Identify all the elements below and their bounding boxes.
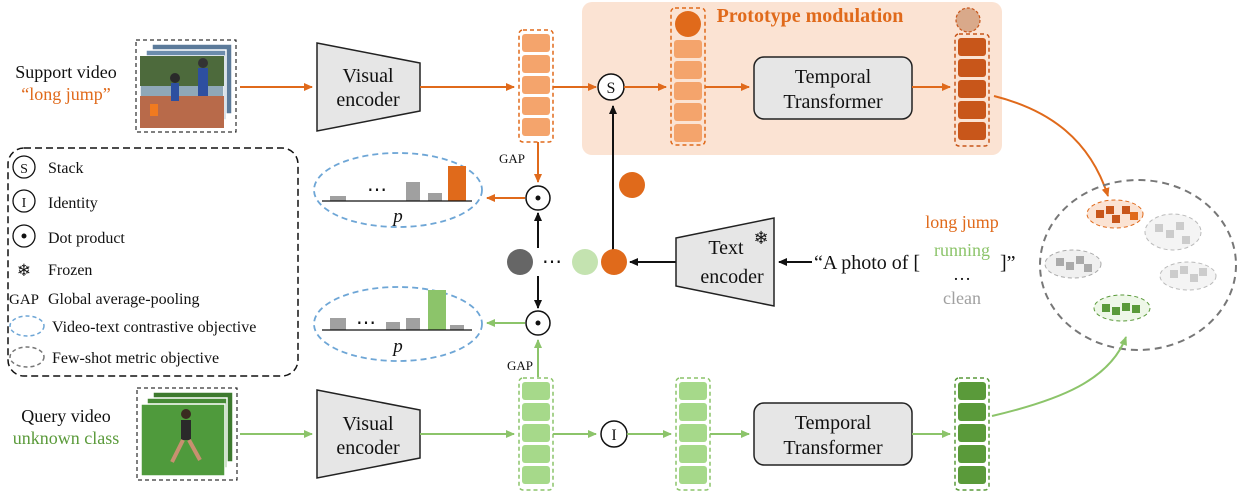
query-video-thumbnail: [136, 387, 238, 481]
support-prob-label: p: [391, 206, 403, 227]
text-encoder-line1: Text: [708, 237, 744, 259]
support-prob-ellipsis: ⋯: [367, 179, 387, 201]
legend-frozen-text: Frozen: [48, 262, 92, 279]
support-contrastive-ellipse: [313, 152, 483, 228]
query-feature-column: [518, 377, 554, 491]
legend-frozen-icon: ❄: [17, 261, 31, 281]
text-embedding-ellipsis: ⋯: [542, 251, 562, 273]
support-feature-column: [518, 29, 554, 143]
text-encoder-line2: encoder: [700, 266, 764, 288]
visual-encoder-support-line1: Visual: [342, 65, 393, 87]
query-contrastive-ellipse: [313, 286, 483, 362]
prompt-prefix: “A photo of [: [814, 252, 920, 274]
gap-support-label: GAP: [499, 151, 525, 166]
legend-metric-text: Few-shot metric objective: [52, 350, 219, 367]
query-prob-ellipsis: ⋯: [356, 312, 376, 334]
prompt-suffix: ]”: [1000, 252, 1016, 274]
gap-query-label: GAP: [507, 358, 533, 373]
legend-dot-text: Dot product: [48, 230, 125, 247]
visual-encoder-query-line2: encoder: [336, 437, 400, 459]
temporal-transformer-support-line2: Transformer: [783, 91, 883, 113]
visual-encoder-query-line1: Visual: [342, 413, 393, 435]
query-class-name: unknown class: [13, 428, 120, 448]
legend-stack-symbol: [12, 155, 36, 179]
visual-encoder-support: [316, 42, 421, 132]
visual-encoder-query: [316, 389, 421, 479]
metric-cluster-gray-3: [1159, 261, 1217, 291]
query-identity-column: [675, 377, 711, 491]
stack-op-symbol: S: [607, 80, 616, 97]
metric-cluster-long-jump: [1086, 199, 1144, 229]
metric-space-ellipse: [1039, 179, 1237, 351]
arrow-prototype-to-metric-space: [993, 95, 1110, 197]
query-prob-label: p: [391, 336, 403, 357]
metric-cluster-running: [1093, 294, 1151, 322]
prompt-class-long-jump: long jump: [925, 212, 999, 232]
modulated-feature-column: [670, 7, 706, 146]
legend-stack-text: Stack: [48, 160, 84, 177]
query-prob-bars: [322, 290, 472, 331]
text-encoder: [675, 217, 775, 307]
temporal-transformer-support-line1: Temporal: [795, 66, 872, 88]
arrow-query-output-to-metric-space: [991, 336, 1127, 417]
legend-contrastive-text: Video-text contrastive objective: [52, 319, 256, 336]
prompt-class-running: running: [934, 240, 990, 260]
text-token-floating: [619, 172, 645, 198]
prompt-class-clean: clean: [943, 288, 981, 308]
support-video-thumbnail: [135, 39, 237, 133]
support-prob-bars: [322, 166, 472, 202]
temporal-transformer-query-line2: Transformer: [783, 437, 883, 459]
legend-identity-text: Identity: [48, 195, 98, 212]
frozen-icon: ❄: [753, 228, 768, 249]
legend-identity-symbol: [12, 189, 36, 213]
text-embedding-gray: [507, 249, 533, 275]
text-embedding-orange: [601, 249, 627, 275]
identity-op-symbol: I: [611, 427, 616, 444]
legend-box: [7, 147, 299, 377]
legend-gap-symbol: GAP: [9, 292, 39, 308]
legend-gap-text: Global average-pooling: [48, 291, 200, 308]
metric-cluster-gray-1: [1144, 213, 1202, 251]
query-video-label: Query video: [21, 406, 110, 426]
visual-encoder-support-line2: encoder: [336, 89, 400, 111]
legend-stack-letter: S: [20, 162, 28, 177]
support-class-name: “long jump”: [21, 84, 110, 104]
metric-cluster-gray-2: [1044, 249, 1102, 279]
legend-metric-symbol: [9, 346, 45, 368]
support-video-label: Support video: [15, 62, 117, 82]
prototype-modulation-title: Prototype modulation: [717, 5, 904, 27]
query-output-column: [954, 377, 990, 491]
prompt-class-ellipsis: …: [953, 264, 971, 284]
text-embedding-green: [572, 249, 598, 275]
legend-identity-letter: I: [22, 196, 27, 211]
temporal-transformer-query-line1: Temporal: [795, 412, 872, 434]
prototype-column: [954, 7, 990, 147]
legend-contrastive-symbol: [9, 315, 45, 337]
